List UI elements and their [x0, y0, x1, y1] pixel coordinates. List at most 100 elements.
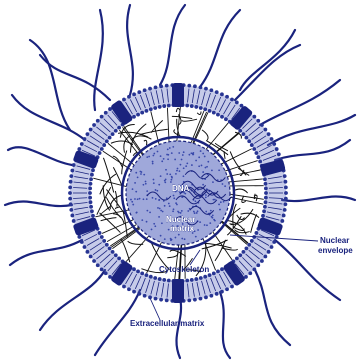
- lipid-head: [256, 263, 260, 267]
- ecm-fiber: [8, 147, 72, 165]
- lipid-head: [194, 277, 198, 281]
- lipid-head: [215, 90, 219, 94]
- lipid-head: [250, 143, 254, 147]
- lipid-head: [100, 235, 104, 239]
- chromatin-dot: [161, 160, 163, 162]
- chromatin-dot: [202, 171, 204, 173]
- lipid-head: [98, 231, 102, 235]
- ecm-fiber: [30, 40, 70, 130]
- chromatin-dot: [199, 221, 201, 223]
- chromatin-dot: [181, 210, 183, 212]
- cytoskeleton-filament: [233, 189, 248, 193]
- lipid-head: [98, 151, 102, 155]
- chromatin-dot: [210, 210, 212, 212]
- chromatin-dot: [141, 219, 143, 221]
- cytoskeleton-filament: [144, 140, 147, 145]
- lipid-head: [70, 169, 74, 173]
- ecm-fiber: [268, 115, 355, 145]
- chromatin-dot: [218, 204, 220, 206]
- chromatin-dot: [179, 170, 181, 172]
- lipid-head: [220, 290, 224, 294]
- lipid-head: [86, 250, 90, 254]
- chromatin-dot: [164, 238, 166, 240]
- cytoskeleton-filament: [113, 156, 122, 167]
- lipid-head: [69, 208, 73, 212]
- chromatin-dot: [151, 229, 153, 231]
- lipid-head: [258, 160, 262, 164]
- chromatin-dot: [145, 183, 147, 185]
- chromatin-dot: [154, 225, 156, 227]
- lipid-head: [264, 200, 268, 204]
- lipid-head: [185, 279, 189, 283]
- chromatin-dot: [178, 152, 180, 154]
- lipid-head: [122, 285, 126, 289]
- lipid-head: [225, 95, 229, 99]
- ecm-fiber: [260, 80, 340, 125]
- lipid-head: [88, 196, 92, 200]
- ecm-fiber: [240, 30, 295, 90]
- lipid-head: [137, 292, 141, 296]
- integrin-receptor: [172, 279, 184, 303]
- lipid-head: [140, 111, 144, 115]
- chromatin-dot: [143, 198, 145, 200]
- lipid-head: [80, 240, 84, 244]
- chromatin-dot: [167, 158, 169, 160]
- lipid-head: [159, 298, 163, 302]
- lipid-head: [105, 139, 109, 143]
- lipid-head: [158, 105, 162, 109]
- lipid-head: [220, 92, 224, 96]
- lipid-head: [216, 270, 220, 274]
- lipid-head: [284, 180, 288, 184]
- lipid-head: [89, 182, 93, 186]
- ecm-fiber: [127, 5, 133, 95]
- chromatin-dot: [188, 154, 190, 156]
- chromatin-dot: [192, 154, 194, 156]
- chromatin-dot: [164, 181, 166, 183]
- lipid-head: [167, 279, 171, 283]
- chromatin-dot: [131, 201, 133, 203]
- lipid-head: [256, 155, 260, 159]
- cytoskeleton-pointer: [190, 250, 200, 265]
- lipid-head: [277, 152, 281, 156]
- lipid-head: [111, 250, 115, 254]
- lipid-head: [153, 106, 157, 110]
- chromatin-dot: [171, 179, 173, 181]
- cytoskeleton-filament: [115, 207, 120, 209]
- chromatin-dot: [205, 196, 207, 198]
- lipid-head: [148, 87, 152, 91]
- lipid-head: [114, 253, 118, 257]
- lipid-head: [187, 84, 191, 88]
- lipid-head: [136, 270, 140, 274]
- lipid-head: [252, 115, 256, 119]
- lipid-head: [154, 85, 158, 89]
- chromatin-dot: [193, 211, 195, 213]
- lipid-head: [282, 214, 286, 218]
- chromatin-dot: [182, 154, 184, 156]
- lipid-head: [275, 147, 279, 151]
- ecm-fiber: [94, 10, 103, 110]
- chromatin-dot: [130, 199, 132, 201]
- lipid-head: [212, 271, 216, 275]
- chromatin-dot: [195, 160, 197, 162]
- lipid-head: [145, 109, 149, 113]
- chromatin-dot: [135, 172, 137, 174]
- chromatin-dot: [174, 159, 176, 161]
- chromatin-dot: [205, 211, 207, 213]
- lipid-head: [267, 132, 271, 136]
- lipid-head: [208, 109, 212, 113]
- lipid-head: [194, 105, 198, 109]
- cytoskeleton-filament: [182, 119, 197, 121]
- chromatin-dot: [146, 221, 148, 223]
- lipid-head: [272, 240, 276, 244]
- lipid-head: [90, 209, 94, 213]
- chromatin-dot: [160, 155, 162, 157]
- ecm-fiber: [160, 5, 185, 85]
- lipid-head: [89, 200, 93, 204]
- chromatin-dot: [152, 161, 154, 163]
- lipid-head: [92, 123, 96, 127]
- lipid-head: [132, 115, 136, 119]
- chromatin-dot: [202, 184, 204, 186]
- chromatin-dot: [158, 216, 160, 218]
- lipid-head: [261, 214, 265, 218]
- cytoskeleton-filament: [202, 130, 208, 140]
